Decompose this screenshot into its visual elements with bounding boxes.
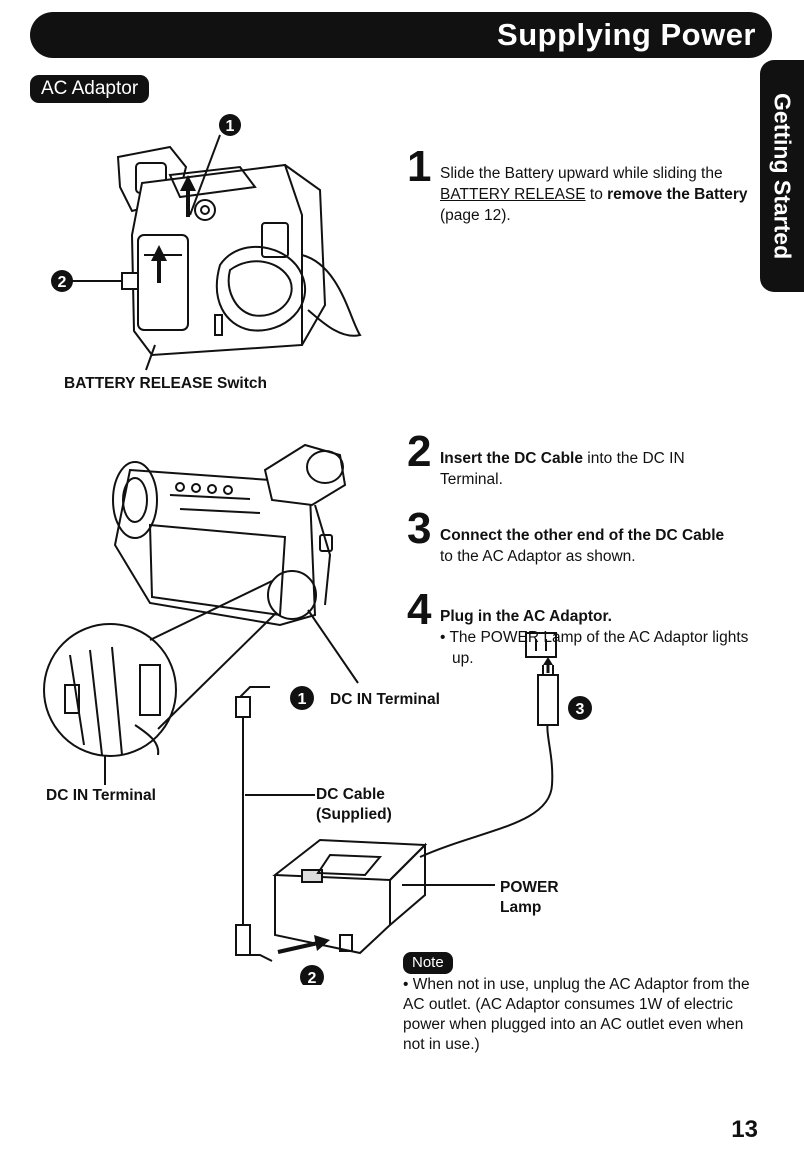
camcorder-battery-illustration: 1 2	[51, 114, 362, 371]
step-3-text: Connect the other end of the DC Cable to…	[440, 527, 725, 565]
step-4-number: 4	[407, 585, 432, 634]
dc-in-terminal-label: DC IN Terminal	[330, 691, 440, 708]
figure1-marker-1-label: 1	[226, 118, 235, 135]
figure2-marker-3-label: 3	[576, 701, 585, 718]
power-lamp-label: POWER Lamp	[500, 879, 559, 916]
figure1-marker-1	[219, 114, 241, 136]
side-tab	[760, 60, 804, 292]
note-text: • When not in use, unplug the AC Adaptor…	[403, 976, 750, 1053]
figure1-marker-2	[51, 270, 73, 292]
step-1-text: Slide the Battery upward while sliding t…	[440, 165, 748, 224]
step-4-text: Plug in the AC Adaptor. • The POWER Lamp…	[440, 608, 749, 667]
step-3-number: 3	[407, 504, 432, 553]
figure2-marker-1	[290, 686, 314, 710]
step-2-text: Insert the DC Cable into the DC IN Termi…	[440, 450, 685, 488]
header-bar	[30, 12, 772, 58]
figure1-marker-2-label: 2	[58, 274, 67, 291]
figure2-marker-2	[300, 965, 324, 985]
figure2-marker-3	[568, 696, 592, 720]
page-title: Supplying Power	[497, 17, 756, 52]
figure2-marker-2-label: 2	[308, 970, 317, 985]
figure2-marker-1-label: 1	[298, 691, 307, 708]
battery-release-label: BATTERY RELEASE Switch	[64, 375, 267, 392]
step-2-number: 2	[407, 427, 432, 476]
step-1-number: 1	[407, 142, 432, 191]
dc-cable-adaptor-illustration: 1 2 3	[43, 443, 592, 985]
side-tab-label: Getting Started	[769, 92, 796, 260]
dc-cable-label: DC Cable (Supplied)	[316, 786, 392, 823]
page-number: 13	[731, 1116, 758, 1143]
dc-in-terminal-inset-label: DC IN Terminal	[46, 787, 156, 804]
note-badge: Note	[403, 952, 453, 974]
section-tag-ac-adaptor: AC Adaptor	[30, 75, 150, 103]
